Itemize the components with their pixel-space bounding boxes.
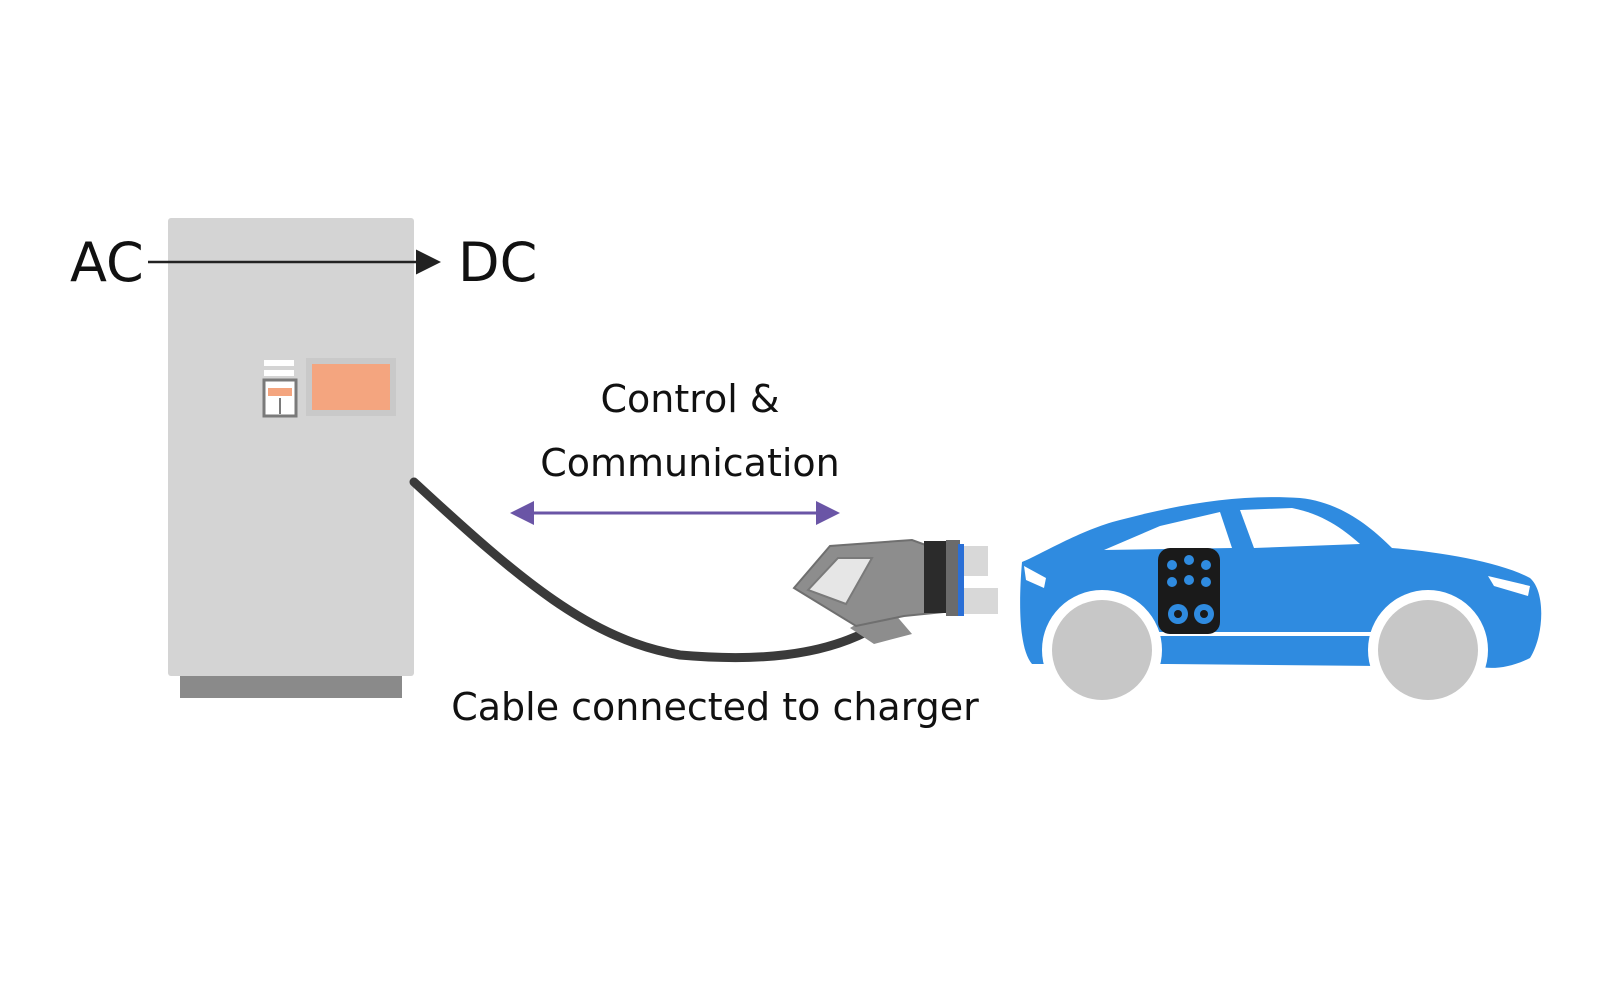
cable-label: Cable connected to charger bbox=[451, 685, 979, 729]
charger-controls bbox=[262, 360, 298, 418]
charging-cable bbox=[409, 477, 871, 663]
car-charging-port bbox=[1158, 548, 1220, 634]
car-window bbox=[1104, 512, 1232, 550]
ac-label: AC bbox=[70, 231, 144, 294]
communication-label: Communication bbox=[540, 441, 840, 485]
electric-vehicle bbox=[1020, 497, 1542, 710]
control-label: Control & bbox=[600, 377, 780, 421]
car-front-detail bbox=[1024, 566, 1046, 588]
plug-pin-top bbox=[964, 546, 988, 576]
plug-accent-band bbox=[958, 544, 964, 616]
charging-plug bbox=[792, 538, 998, 644]
car-headlight bbox=[1488, 576, 1530, 596]
car-door-seam bbox=[1158, 632, 1376, 636]
charger-cabinet bbox=[168, 218, 414, 676]
car-window-rear bbox=[1240, 508, 1360, 548]
dc-label: DC bbox=[458, 231, 538, 294]
charger-station bbox=[168, 218, 414, 698]
plug-pin-bottom bbox=[964, 588, 998, 614]
